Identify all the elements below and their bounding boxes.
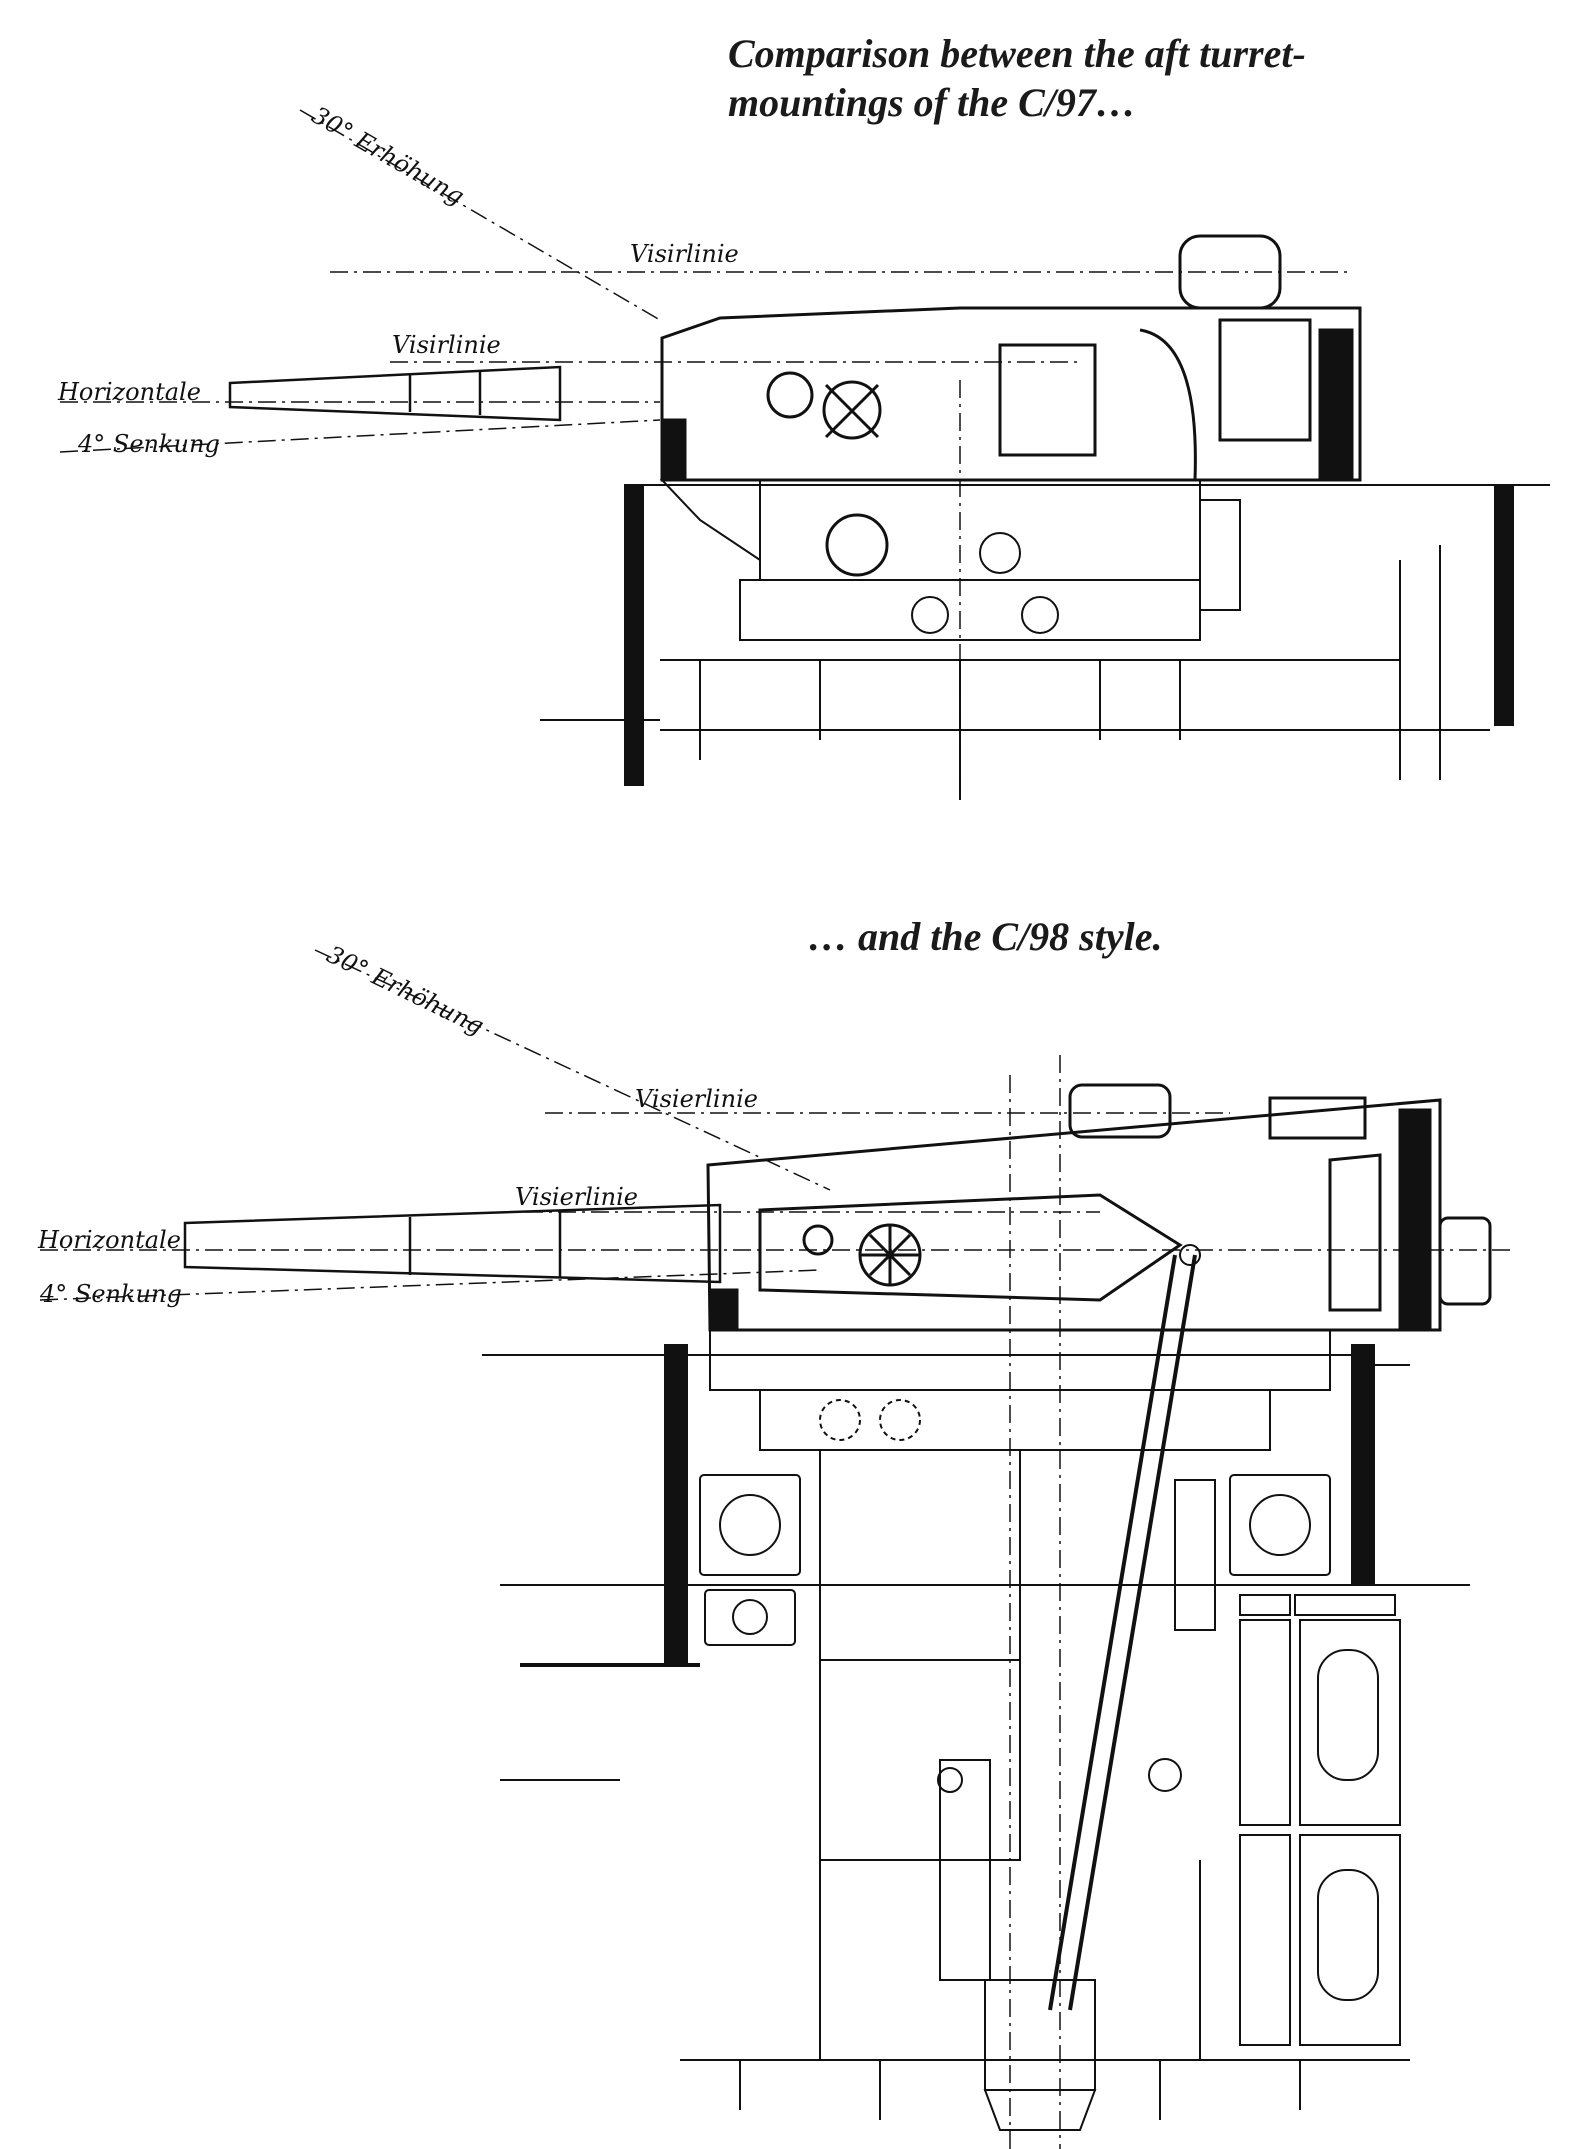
- label-c98-sight-upper: Visierlinie: [635, 1085, 758, 1113]
- c97-turret: [660, 234, 1362, 482]
- label-c97-sight-lower: Visirlinie: [392, 331, 501, 359]
- c97-barbette: [540, 380, 1550, 800]
- c98-mounting: [709, 1244, 1331, 2131]
- c98-reference-lines: [39, 949, 1510, 2149]
- c97-reference-lines: [59, 109, 1350, 453]
- c97-mounting: [659, 479, 1241, 641]
- caption-c97-line2: mountings of the C/97…: [728, 79, 1136, 125]
- caption-c98: … and the C/98 style.: [808, 914, 1163, 959]
- caption-c97-line1: Comparison between the aft turret-: [728, 31, 1306, 76]
- label-c97-sight-upper: Visirlinie: [630, 240, 739, 268]
- drawing-c98: 30° Erhöhung Visierlinie Visierlinie Hor…: [37, 940, 1510, 2149]
- c98-gun-barrel: [183, 1203, 722, 1284]
- drawing-c97: 30° Erhöhung Visirlinie Visirlinie Horiz…: [57, 101, 1550, 800]
- caption-c97: Comparison between the aft turret- mount…: [728, 30, 1368, 128]
- label-c98-sight-lower: Visierlinie: [515, 1183, 638, 1211]
- label-c98-elevation: 30° Erhöhung: [322, 940, 488, 1040]
- c98-barbette: [482, 1344, 1470, 2120]
- label-c98-depression: 4° Senkung: [39, 1280, 182, 1308]
- c97-gun-barrel: [228, 365, 562, 422]
- c98-turret: [706, 1083, 1492, 1332]
